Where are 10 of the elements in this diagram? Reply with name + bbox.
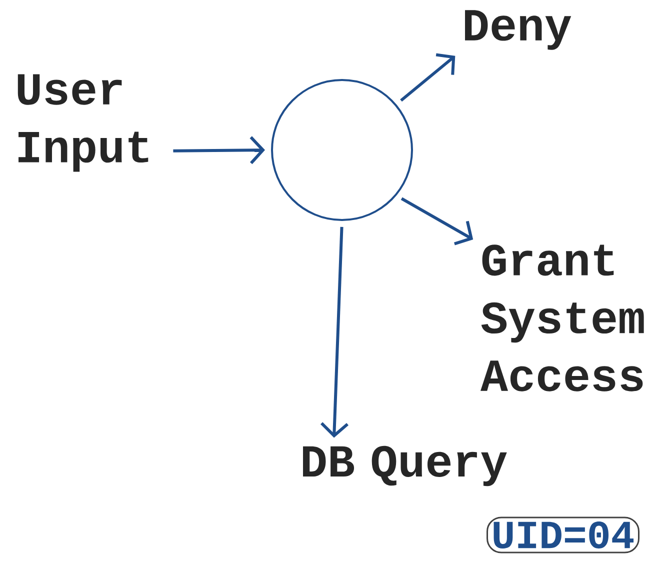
arrow bbox=[400, 197, 474, 246]
node-label: DB Query bbox=[303, 446, 507, 486]
arrow bbox=[320, 226, 348, 438]
node-label: Deny bbox=[465, 10, 572, 50]
arrow bbox=[173, 136, 265, 164]
arrow bbox=[400, 53, 456, 102]
id-tag: UID=04 bbox=[486, 516, 640, 554]
node-label: Grant System Access bbox=[480, 244, 644, 392]
circle-shape bbox=[271, 78, 413, 221]
node-label: User Input bbox=[18, 74, 148, 172]
